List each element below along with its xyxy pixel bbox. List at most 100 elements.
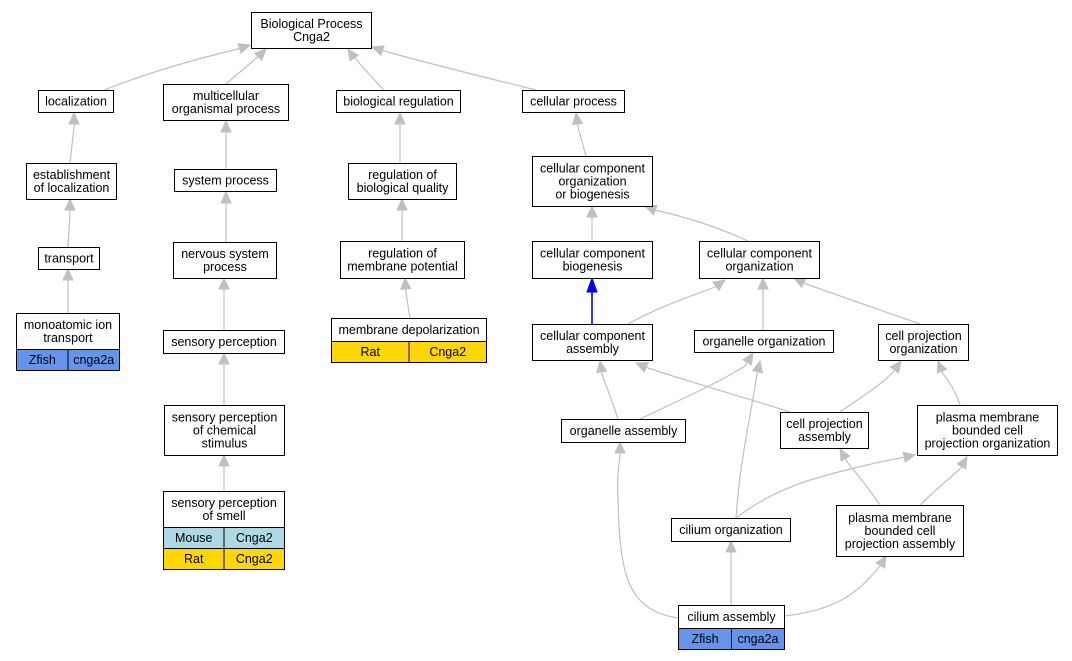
go-term-node-system-process[interactable]: system process — [174, 169, 277, 192]
node-label-line: nervous system — [181, 247, 269, 261]
edge-monoatomic-transport — [62, 267, 74, 313]
species-label: Rat — [184, 552, 204, 566]
node-label-line: cell projection — [786, 417, 862, 431]
gene-cell — [408, 341, 487, 363]
species-label: Mouse — [175, 531, 213, 545]
go-term-node-cellular-process[interactable]: cellular process — [522, 90, 625, 113]
node-box — [340, 241, 465, 279]
node-label-line: cellular component — [540, 329, 645, 343]
species-label: Rat — [361, 345, 381, 359]
node-box — [173, 242, 277, 279]
node-label-line: biogenesis — [563, 260, 623, 274]
node-label-line: system process — [182, 174, 269, 188]
node-label-line: cellular process — [530, 95, 617, 109]
gene-label: cnga2a — [737, 632, 778, 646]
edge-cellprojasm-cellprojorg — [839, 360, 902, 413]
gene-annotation-row: Zfish cnga2a — [16, 349, 120, 371]
go-term-node-organelle-org[interactable]: organelle organization — [694, 330, 834, 353]
node-box — [336, 90, 461, 113]
node-label-line: process — [203, 260, 247, 274]
species-label: Zfish — [29, 353, 56, 367]
go-term-node-biological-regulation[interactable]: biological regulation — [336, 90, 461, 113]
node-label-line: stimulus — [202, 437, 248, 451]
node-label-line: assembly — [566, 342, 620, 356]
node-label-line: organismal process — [172, 102, 280, 116]
node-label-line: bounded cell — [952, 424, 1023, 438]
edge-orgassembly-organelleorg — [639, 351, 754, 420]
node-label-line: cellular component — [707, 247, 812, 261]
node-label-line: transport — [43, 331, 93, 345]
gene-label: Cnga2 — [236, 531, 273, 545]
node-box — [917, 405, 1058, 456]
node-label-line: cellular component — [540, 247, 645, 261]
node-box — [561, 419, 686, 443]
node-label-line: organelle assembly — [570, 424, 678, 438]
node-label-line: Cnga2 — [293, 30, 330, 44]
edge-ccassembly-ccbiogenesis — [586, 276, 598, 324]
node-box — [348, 163, 457, 200]
go-term-node-sensory[interactable]: sensory perception — [163, 330, 285, 354]
edge-ccob-cellular — [571, 111, 587, 157]
go-term-node-transport[interactable]: transport — [38, 247, 100, 270]
gene-annotation-row: Mouse Cnga2 — [163, 527, 285, 549]
node-label-line: organization — [558, 175, 626, 189]
node-label-line: sensory perception — [171, 335, 277, 349]
edge-chemical-sensory — [218, 351, 230, 405]
node-box — [532, 241, 653, 279]
node-label-line: establishment — [33, 168, 111, 182]
node-label-line: of smell — [202, 509, 245, 523]
edge-organelleorg-ccorg — [757, 276, 769, 330]
node-label-line: cellular component — [540, 162, 645, 176]
edge-sensory-nervous — [218, 276, 230, 330]
edge-ciliumorg-organelleorg — [735, 359, 764, 519]
edge-cellprojorg-ccorg — [792, 277, 921, 325]
node-label-line: sensory perception — [171, 496, 277, 510]
edge-regmembrane-regquality — [396, 197, 408, 241]
edge-ciliumasm-orgassembly — [614, 440, 679, 619]
gene-cell — [223, 548, 285, 570]
edge-system-multicellular — [220, 119, 232, 169]
go-term-node-organelle-assembly[interactable]: organelle assembly — [561, 419, 686, 443]
node-label-line: sensory perception — [172, 411, 278, 425]
edge-nervous-system — [220, 190, 232, 242]
node-box — [780, 412, 869, 449]
edge-pmasm-cellprojasm — [839, 447, 881, 506]
gene-label: cnga2a — [73, 353, 114, 367]
node-label-line: regulation of — [368, 247, 437, 261]
node-label-line: Biological Process — [260, 17, 362, 31]
go-term-node-localization[interactable]: localization — [38, 90, 114, 113]
node-box — [694, 330, 834, 353]
edge-ccbio-ccob — [586, 204, 598, 241]
node-box — [163, 330, 285, 354]
edge-localization-root — [103, 43, 252, 91]
edge-ccassembly-ccorg — [627, 279, 726, 325]
go-term-node-cilium-org[interactable]: cilium organization — [671, 518, 791, 542]
node-label-line: biological quality — [357, 181, 449, 195]
node-label-line: of chemical — [193, 424, 256, 438]
node-label-line: membrane depolarization — [338, 323, 479, 337]
node-box — [174, 169, 277, 192]
node-box — [26, 163, 117, 200]
node-box — [671, 518, 791, 542]
